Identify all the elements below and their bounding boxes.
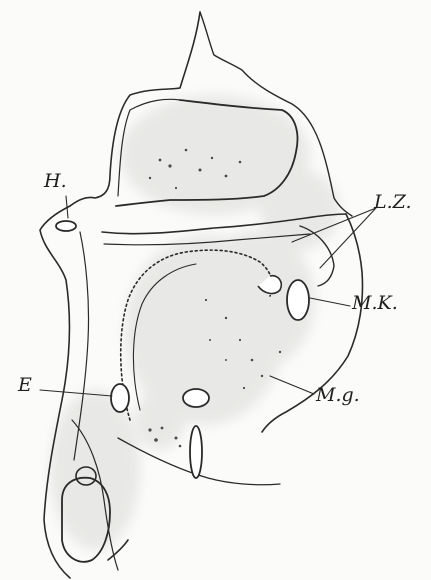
- label-mg: M.g.: [316, 386, 360, 405]
- label-e: E: [18, 376, 32, 395]
- label-mk: M.K.: [352, 294, 398, 313]
- cavity-round: [183, 389, 209, 407]
- label-lz: L.Z.: [374, 193, 412, 212]
- cavity-mk: [287, 280, 309, 320]
- label-h: H.: [44, 172, 67, 191]
- leader-mk: [310, 298, 350, 306]
- cavity-long: [190, 426, 202, 478]
- cavity-e: [111, 384, 129, 412]
- leader-mg: [270, 376, 314, 394]
- cavity-h: [56, 221, 76, 231]
